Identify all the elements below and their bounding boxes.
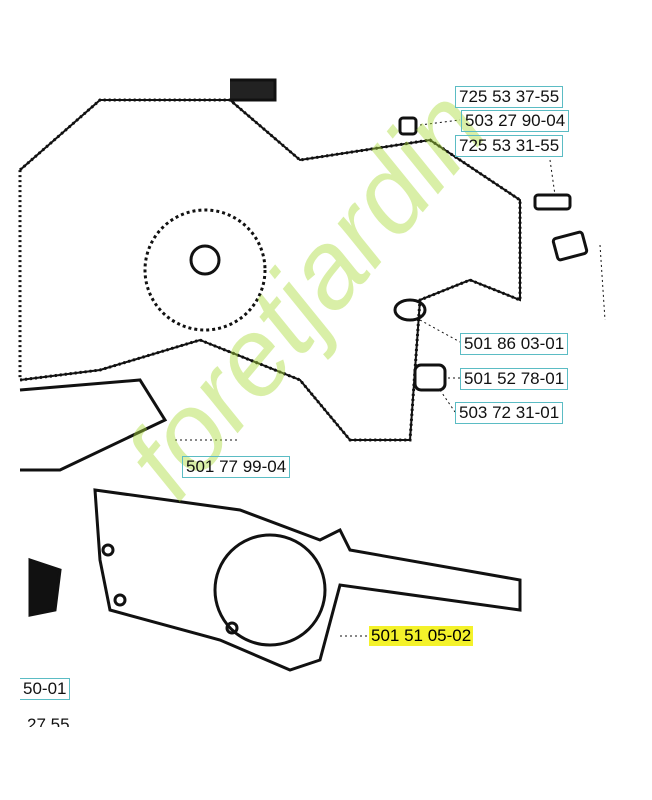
part-label-501-86-03-01[interactable]: 501 86 03-01	[460, 333, 569, 355]
part-label-503-27-90-04[interactable]: 503 27 90-04	[461, 110, 570, 132]
part-label-501-77-99-04[interactable]: 501 77 99-04	[182, 456, 291, 478]
part-label-503-72-31-01[interactable]: 503 72 31-01	[455, 402, 564, 424]
part-label-501-51-05-02-highlighted[interactable]: 501 51 05-02	[369, 626, 474, 646]
part-label-725-53-37-55[interactable]: 725 53 37-55	[455, 86, 564, 108]
part-label-partial-50-01[interactable]: 50-01	[20, 678, 71, 700]
part-label-725-53-31-55[interactable]: 725 53 31-55	[455, 135, 564, 157]
part-label-partial-27-55: 27 55	[27, 715, 70, 727]
part-label-501-52-78-01[interactable]: 501 52 78-01	[460, 368, 569, 390]
